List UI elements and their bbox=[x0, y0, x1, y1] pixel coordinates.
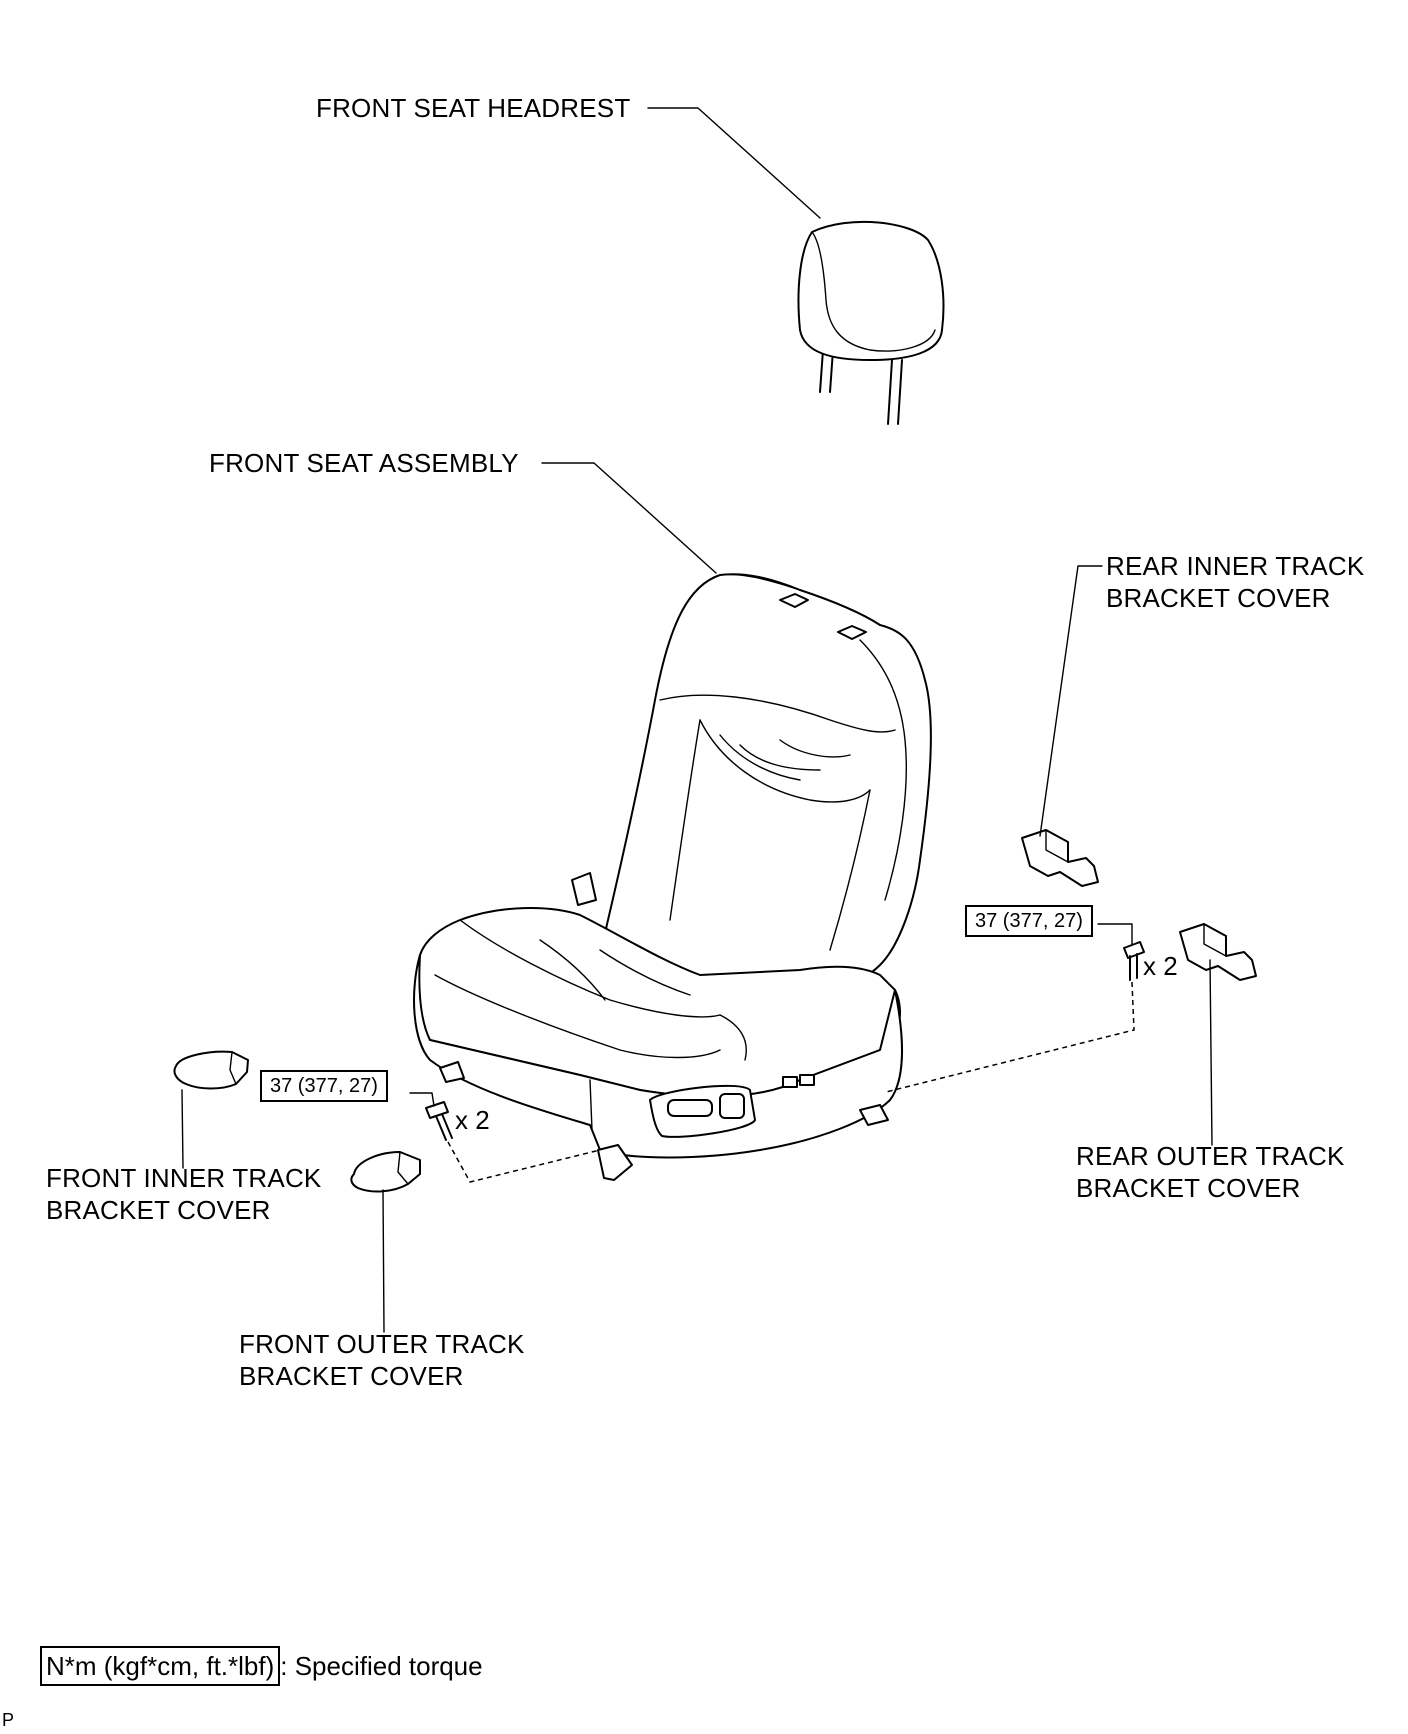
label-front-seat-headrest: FRONT SEAT HEADREST bbox=[316, 93, 631, 123]
bolt-quantity-rear: x 2 bbox=[1143, 951, 1178, 981]
corner-mark: P bbox=[2, 1710, 15, 1730]
label-rear-outer-track-line2: BRACKET COVER bbox=[1076, 1173, 1301, 1203]
rear-bolt-icon bbox=[1123, 941, 1145, 981]
installation-dashed-lines bbox=[447, 981, 1135, 1183]
label-front-seat-assembly: FRONT SEAT ASSEMBLY bbox=[209, 448, 519, 478]
label-front-inner-track-line1: FRONT INNER TRACK bbox=[46, 1163, 322, 1193]
legend-text: : Specified torque bbox=[280, 1651, 483, 1681]
label-front-outer-track-line2: BRACKET COVER bbox=[239, 1361, 464, 1391]
headrest-drawing bbox=[797, 220, 945, 425]
torque-legend: N*m (kgf*cm, ft.*lbf): Specified torque bbox=[40, 1646, 483, 1686]
rear-inner-cover-drawing bbox=[1021, 829, 1099, 887]
label-rear-inner-track-line1: REAR INNER TRACK bbox=[1106, 551, 1365, 581]
label-front-outer-track-line1: FRONT OUTER TRACK bbox=[239, 1329, 525, 1359]
rear-outer-cover-drawing bbox=[1179, 923, 1257, 981]
front-outer-cover-drawing bbox=[350, 1151, 421, 1193]
front-bolt-icon bbox=[425, 1101, 453, 1141]
torque-spec-rear: 37 (377, 27) bbox=[965, 905, 1093, 937]
torque-spec-front: 37 (377, 27) bbox=[260, 1070, 388, 1102]
label-front-inner-track-line2: BRACKET COVER bbox=[46, 1195, 271, 1225]
legend-unit-box: N*m (kgf*cm, ft.*lbf) bbox=[40, 1646, 281, 1686]
seat-drawing bbox=[413, 573, 932, 1181]
bolt-quantity-front: x 2 bbox=[455, 1105, 490, 1135]
leader-lines bbox=[181, 107, 1213, 1333]
label-rear-inner-track-line2: BRACKET COVER bbox=[1106, 583, 1331, 613]
front-inner-cover-drawing bbox=[173, 1050, 249, 1090]
label-rear-outer-track-line1: REAR OUTER TRACK bbox=[1076, 1141, 1345, 1171]
